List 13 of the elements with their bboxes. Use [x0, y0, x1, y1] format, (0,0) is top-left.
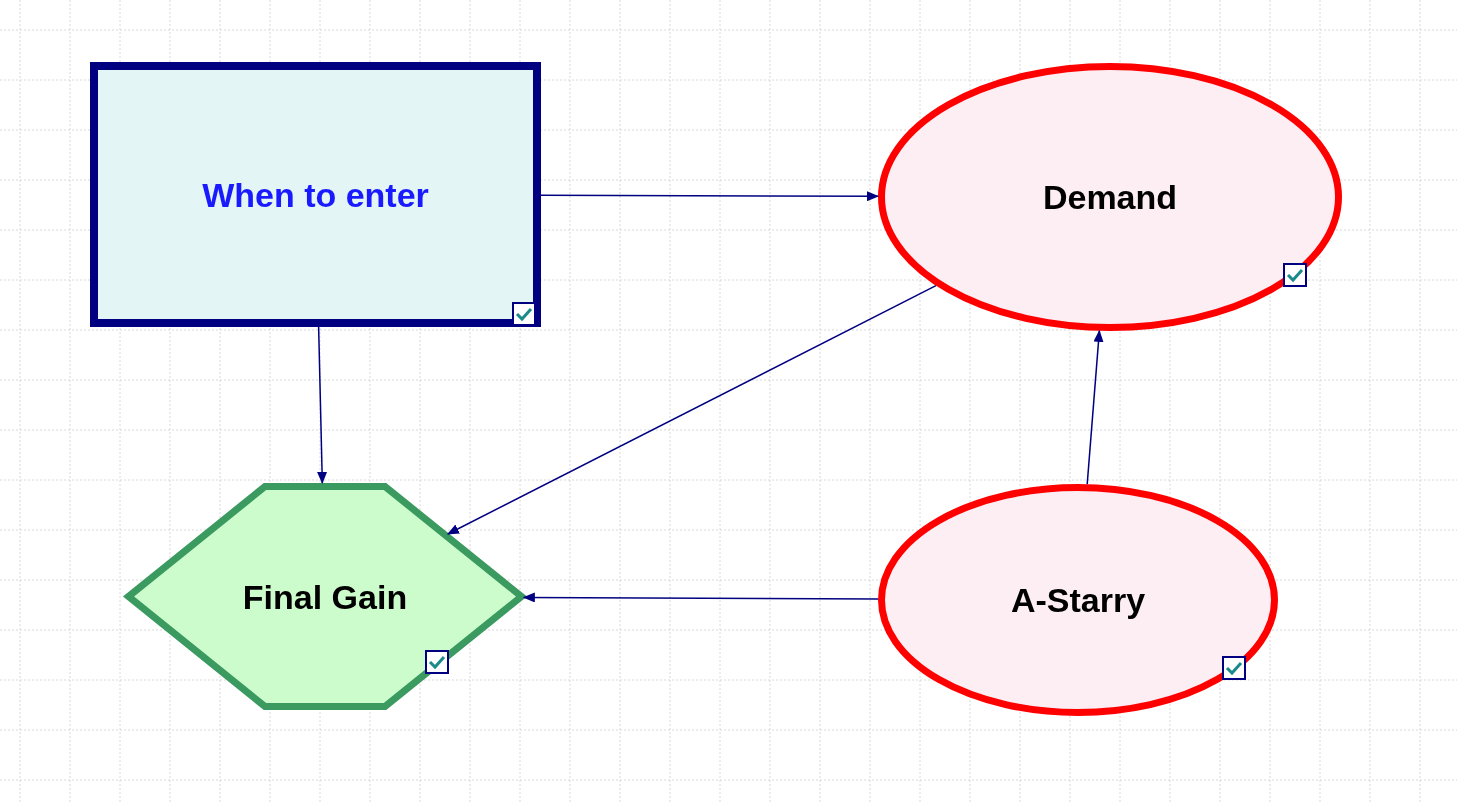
node-label: Final Gain: [241, 577, 409, 616]
arrow: [317, 326, 328, 484]
node-label: A-Starry: [1009, 580, 1147, 620]
node-label: Demand: [1041, 177, 1179, 217]
chance-ellipse: [878, 484, 1278, 716]
arrow: [540, 191, 879, 202]
arrow: [1086, 329, 1104, 485]
node-label: When to enter: [201, 175, 430, 214]
value-hexagon: [125, 483, 525, 710]
chance-ellipse: [878, 63, 1342, 331]
decision-box: [90, 62, 541, 327]
arrow: [522, 592, 879, 603]
arrow: [447, 284, 937, 535]
